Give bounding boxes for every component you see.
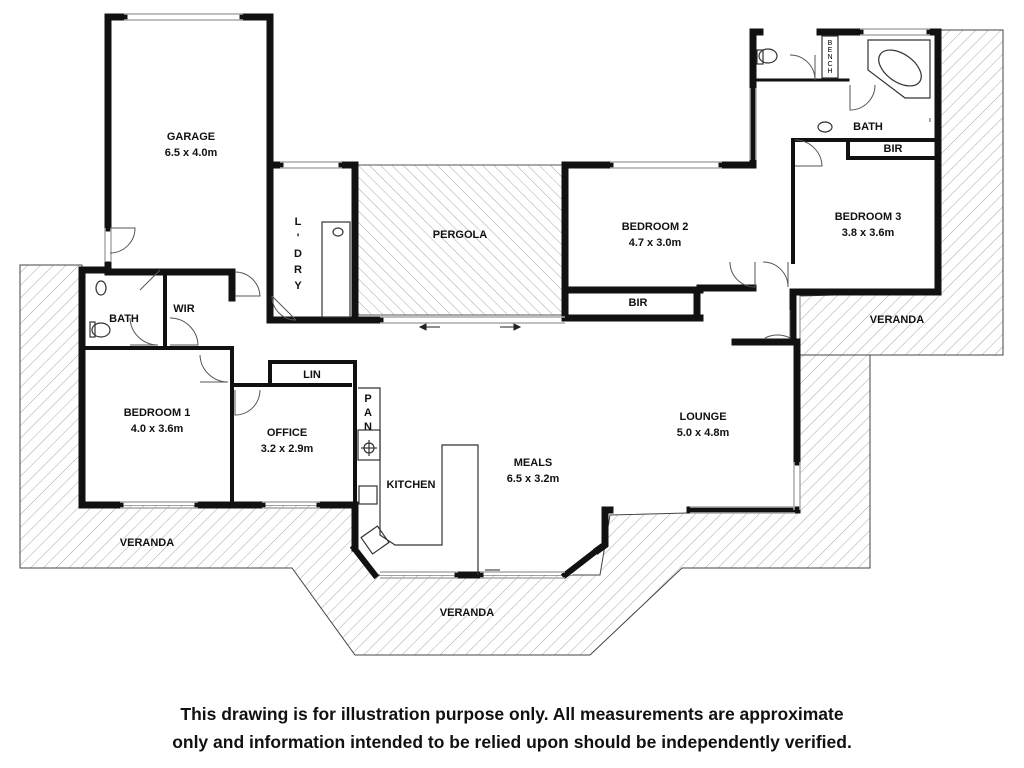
- interior-floor: [86, 18, 938, 575]
- label-linen: LIN: [303, 369, 321, 381]
- size-bedroom-3: 3.8 x 3.6m: [842, 227, 895, 239]
- size-garage: 6.5 x 4.0m: [165, 147, 218, 159]
- label-office: OFFICE: [267, 427, 307, 439]
- label-pergola: PERGOLA: [433, 229, 487, 241]
- floor-plan: GARAGE 6.5 x 4.0m L'DRY PERGOLA BEDROOM …: [19, 13, 1004, 656]
- disclaimer-line-1: This drawing is for illustration purpose…: [180, 704, 844, 724]
- label-ensuite-bath: BATH: [853, 121, 883, 133]
- label-bedroom-1: BEDROOM 1: [124, 407, 191, 419]
- doors: [109, 54, 931, 416]
- label-veranda-south: VERANDA: [440, 607, 494, 619]
- size-bedroom-1: 4.0 x 3.6m: [131, 423, 184, 435]
- size-lounge: 5.0 x 4.8m: [677, 427, 730, 439]
- size-meals: 6.5 x 3.2m: [507, 473, 560, 485]
- sliding-door-arrows: [418, 323, 522, 571]
- label-kitchen: KITCHEN: [387, 479, 436, 491]
- disclaimer-line-2: only and information intended to be reli…: [172, 732, 852, 752]
- label-bedroom-3: BEDROOM 3: [835, 211, 902, 223]
- label-meals: MEALS: [514, 457, 553, 469]
- pergola-area: [354, 164, 566, 316]
- label-bir-bedroom-3: BIR: [884, 143, 903, 155]
- walls: [78, 13, 942, 580]
- size-bedroom-2: 4.7 x 3.0m: [629, 237, 682, 249]
- label-garage: GARAGE: [167, 131, 215, 143]
- label-veranda-west: VERANDA: [120, 537, 174, 549]
- label-bedroom-2: BEDROOM 2: [622, 221, 689, 233]
- size-office: 3.2 x 2.9m: [261, 443, 314, 455]
- windows: [104, 13, 930, 579]
- label-bath-west: BATH: [109, 313, 139, 325]
- label-wir: WIR: [173, 303, 194, 315]
- disclaimer: This drawing is for illustration purpose…: [0, 700, 1024, 756]
- label-lounge: LOUNGE: [679, 411, 726, 423]
- label-veranda-east: VERANDA: [870, 314, 924, 326]
- label-bir-bedroom-2: BIR: [629, 297, 648, 309]
- veranda-areas: [19, 29, 1004, 656]
- kitchen-benches: [89, 35, 931, 575]
